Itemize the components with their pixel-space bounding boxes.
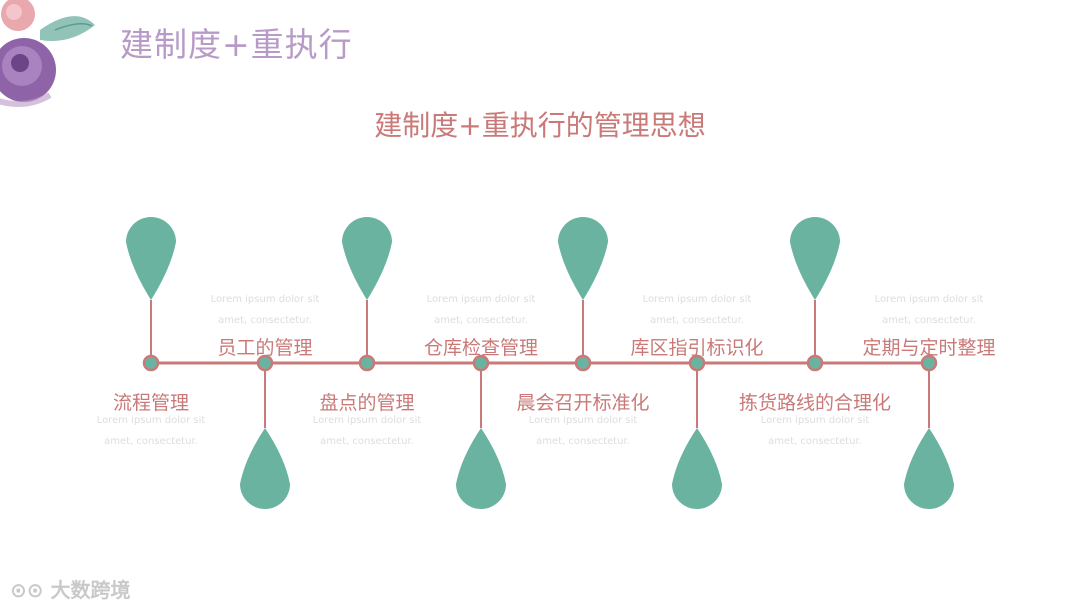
drop-up-icon <box>558 217 608 300</box>
lorem-line: amet, consectetur. <box>302 431 432 452</box>
drop-down-icon <box>456 428 506 509</box>
lorem-line: amet, consectetur. <box>632 310 762 331</box>
lorem-line: amet, consectetur. <box>200 310 330 331</box>
watermark-logo: ⊙⊙ 大数跨境 <box>10 574 130 603</box>
lorem-line: amet, consectetur. <box>750 431 880 452</box>
drop-up-icon <box>126 217 176 300</box>
lorem-line: Lorem ipsum dolor sit <box>86 410 216 431</box>
lorem-line: Lorem ipsum dolor sit <box>416 289 546 310</box>
timeline-node <box>808 356 822 370</box>
label-top: 定期与定时整理 <box>862 333 995 360</box>
watermark-logo-icon: ⊙⊙ <box>10 578 50 602</box>
lorem-line: amet, consectetur. <box>864 310 994 331</box>
lorem-line: Lorem ipsum dolor sit <box>750 410 880 431</box>
timeline-node <box>360 356 374 370</box>
label-top: 仓库检查管理 <box>424 333 538 360</box>
timeline-node <box>576 356 590 370</box>
lorem-line: amet, consectetur. <box>416 310 546 331</box>
drop-down-icon <box>672 428 722 509</box>
drop-down-icon <box>240 428 290 509</box>
drop-up-icon <box>790 217 840 300</box>
watermark-text: 大数跨境 <box>50 578 130 602</box>
label-top: 员工的管理 <box>217 333 312 360</box>
lorem-line: amet, consectetur. <box>86 431 216 452</box>
lorem-line: amet, consectetur. <box>518 431 648 452</box>
lorem-line: Lorem ipsum dolor sit <box>200 289 330 310</box>
drop-down-icon <box>904 428 954 509</box>
lorem-line: Lorem ipsum dolor sit <box>864 289 994 310</box>
label-top: 库区指引标识化 <box>630 333 763 360</box>
lorem-line: Lorem ipsum dolor sit <box>302 410 432 431</box>
drop-up-icon <box>342 217 392 300</box>
lorem-line: Lorem ipsum dolor sit <box>632 289 762 310</box>
timeline-node <box>144 356 158 370</box>
lorem-line: Lorem ipsum dolor sit <box>518 410 648 431</box>
